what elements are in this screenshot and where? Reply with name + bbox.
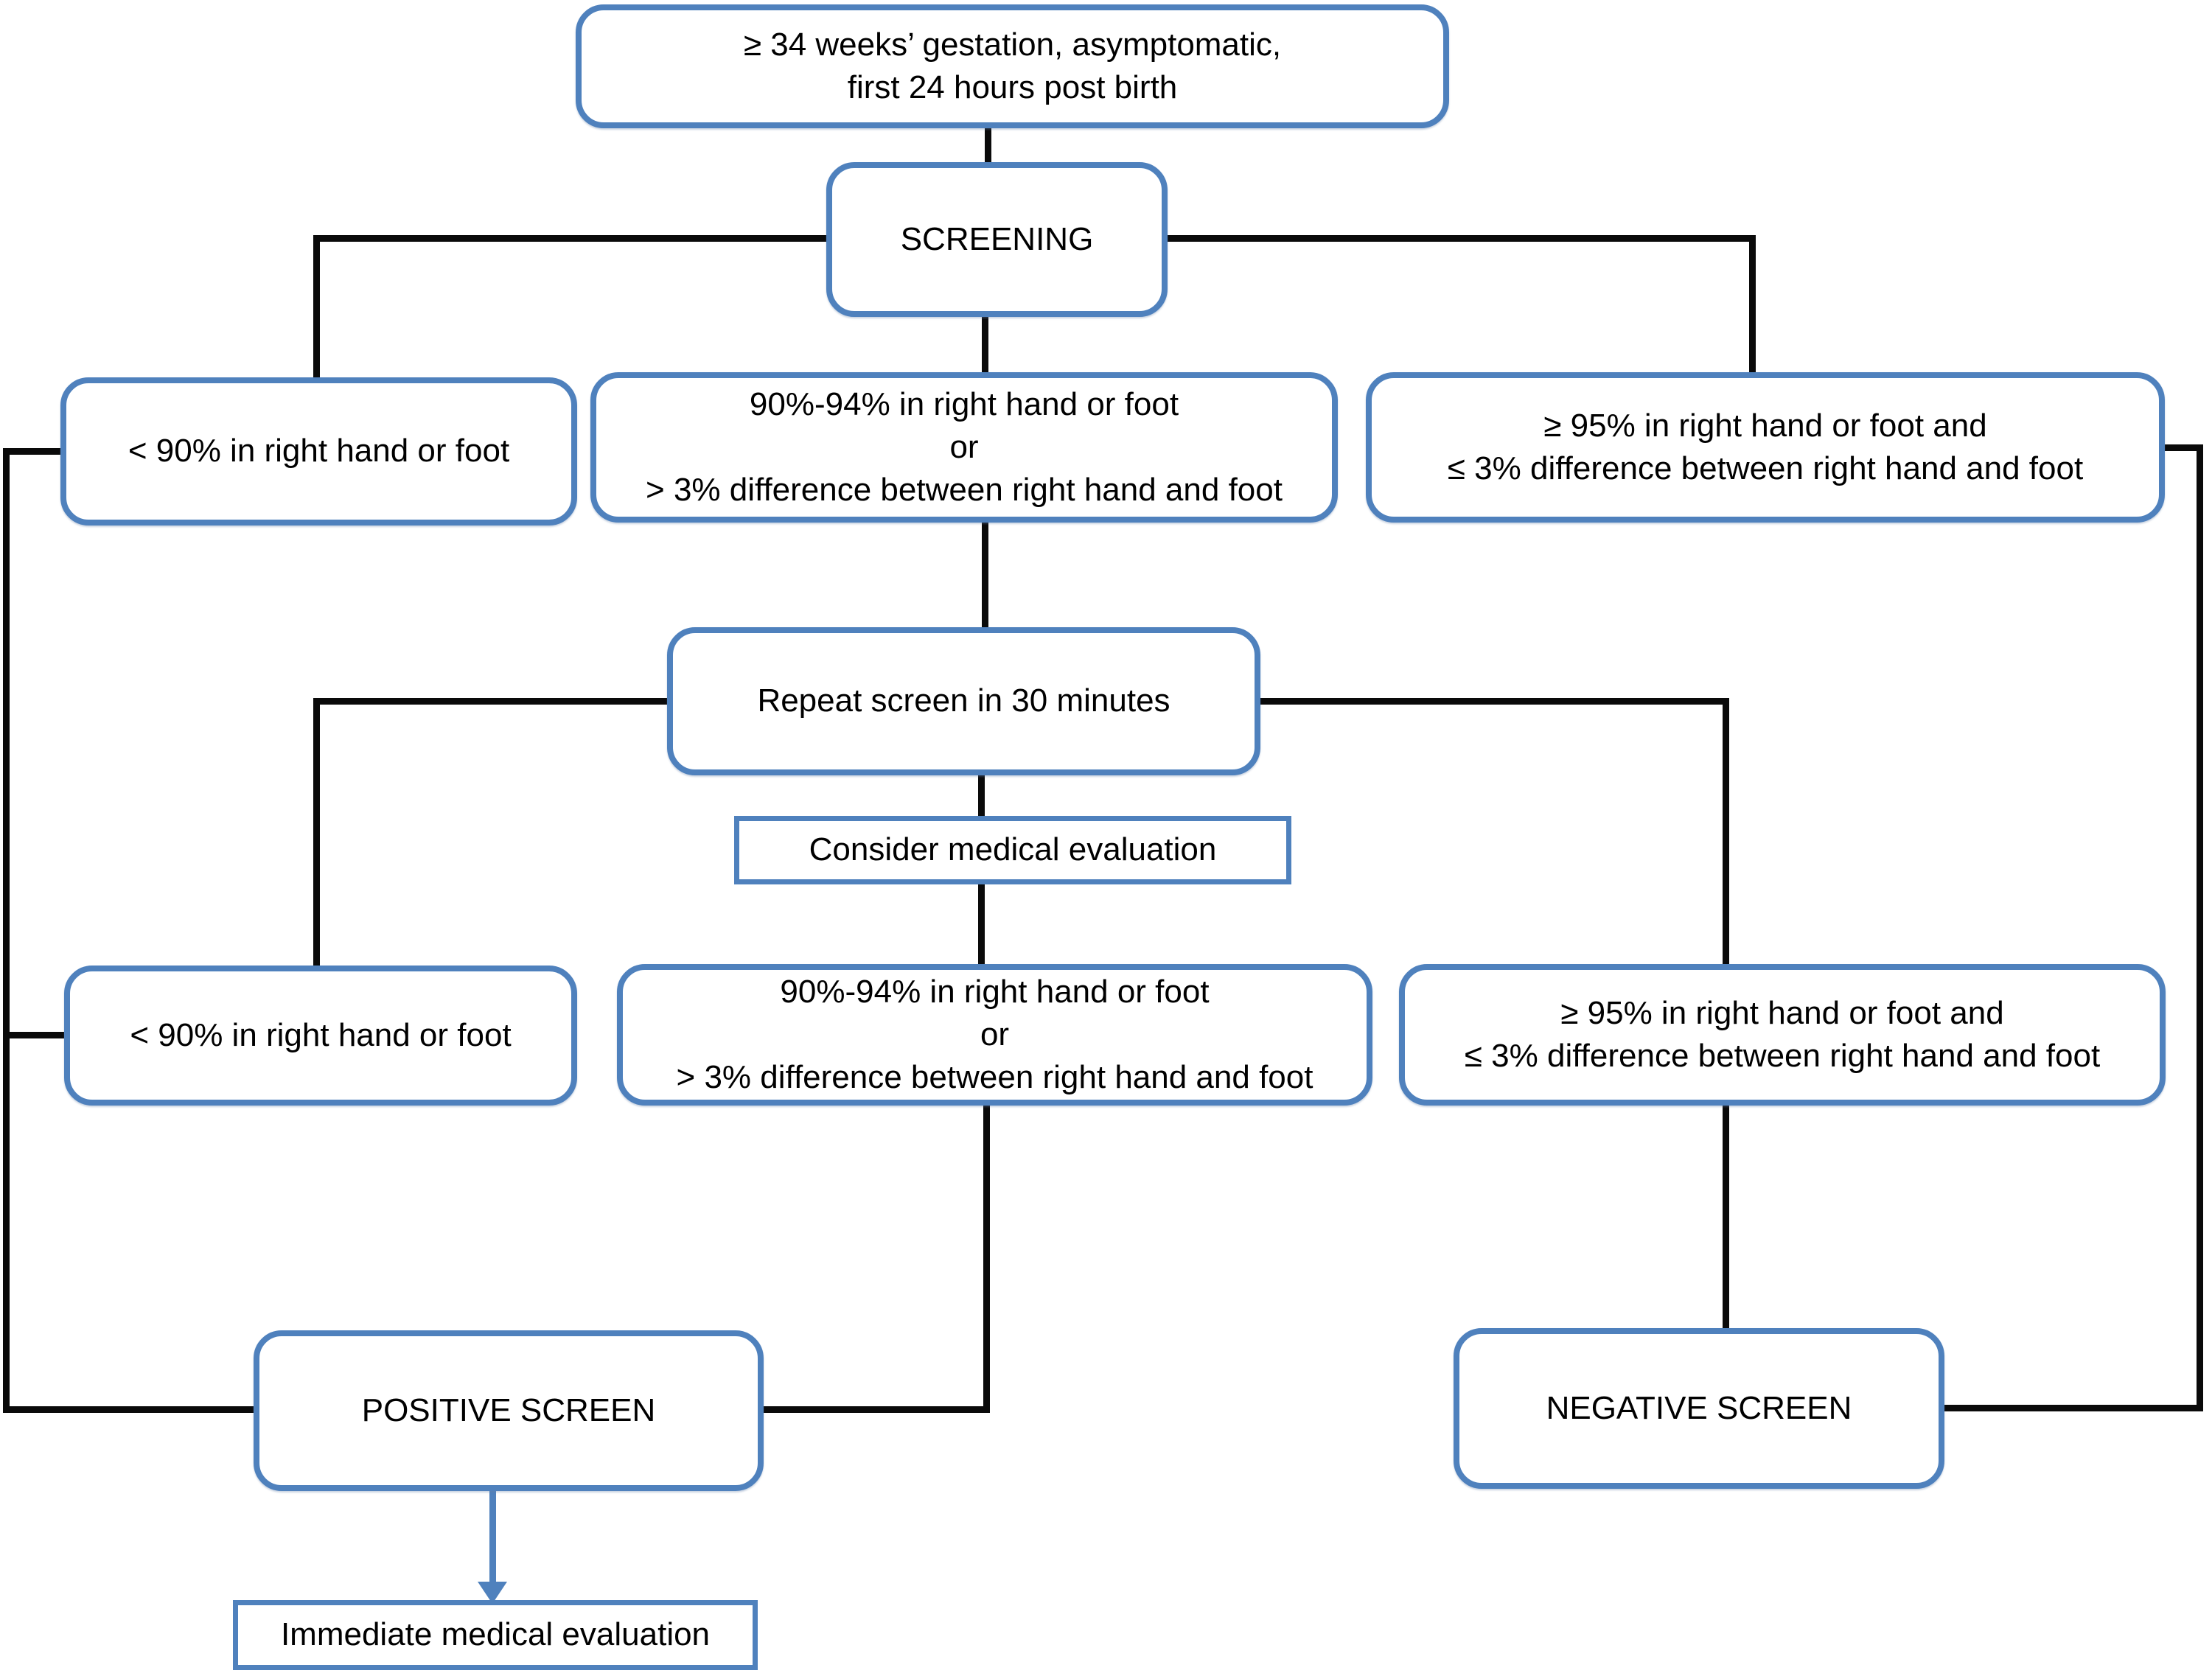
edge-eligibility-to-screening: [985, 125, 991, 167]
arrow-positive-to-immediate-stem: [489, 1490, 496, 1583]
node-immediate-medical-evaluation: Immediate medical evaluation: [233, 1600, 758, 1670]
edge-far-left-vertical: [3, 448, 10, 1413]
node-second-result-mid: 90%-94% in right hand or foot or > 3% di…: [617, 964, 1372, 1106]
node-screening: SCREENING: [826, 162, 1168, 317]
edge-first-mid-to-repeat: [982, 520, 988, 630]
node-consider-medical-evaluation: Consider medical evaluation: [734, 816, 1291, 884]
edge-left-to-positive: [3, 1406, 257, 1413]
node-second-result-low: < 90% in right hand or foot: [64, 966, 577, 1106]
edge-screening-to-first-low: [313, 235, 320, 381]
edge-repeat-to-second-low: [313, 698, 320, 969]
edge-second-mid-to-positive: [759, 1406, 990, 1413]
edge-far-right-vertical: [2197, 444, 2203, 1411]
edge-first-low-left-stub: [3, 448, 63, 455]
node-eligibility: ≥ 34 weeks’ gestation, asymptomatic, fir…: [576, 4, 1449, 128]
edge-second-low-left-stub: [3, 1032, 67, 1038]
node-first-result-mid: 90%-94% in right hand or foot or > 3% di…: [590, 372, 1338, 523]
node-second-result-high: ≥ 95% in right hand or foot and ≤ 3% dif…: [1399, 964, 2166, 1106]
node-negative-screen: NEGATIVE SCREEN: [1454, 1328, 1944, 1489]
edge-screening-to-first-high: [1749, 235, 1756, 377]
node-first-result-low: < 90% in right hand or foot: [60, 377, 577, 526]
edge-screening-to-first-mid: [982, 314, 988, 376]
edge-second-mid-down: [983, 1104, 990, 1413]
edge-first-high-right-stub: [2162, 444, 2203, 451]
node-repeat-screen: Repeat screen in 30 minutes: [667, 627, 1260, 775]
node-first-result-high: ≥ 95% in right hand or foot and ≤ 3% dif…: [1366, 372, 2165, 523]
edge-negative-right-stub: [1941, 1405, 2203, 1411]
node-positive-screen: POSITIVE SCREEN: [254, 1330, 764, 1491]
